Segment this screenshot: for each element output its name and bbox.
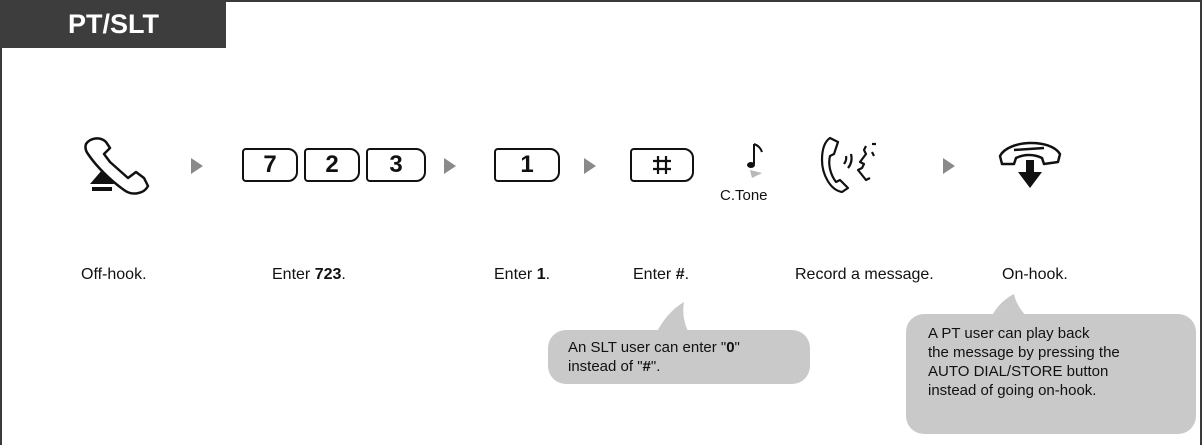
pt-note-line-4: instead of going on-hook. [928,382,1097,399]
key-1: 1 [494,148,560,182]
slt-note-line-1: An SLT user can enter "0" [568,339,740,356]
key-7-label: 7 [263,151,277,178]
step-label-enter-1: Enter 1. [494,266,551,283]
arrow-icon [191,158,203,174]
music-note-icon [747,143,763,178]
arrow-icon [943,158,955,174]
arrow-icon [444,158,456,174]
step-label-on-hook: On-hook. [1002,266,1068,283]
off-hook-handset-icon [84,137,150,195]
pt-note-callout: A PT user can play back the message by p… [906,314,1196,434]
key-1-label: 1 [520,151,534,178]
arrow-icon [584,158,596,174]
key-7: 7 [242,148,298,182]
slt-note-callout: An SLT user can enter "0" instead of "#"… [548,330,810,384]
pt-note-pointer [990,294,1030,320]
key-2-label: 2 [325,151,339,178]
slt-note-pointer [654,302,692,338]
step-label-off-hook: Off-hook. [81,266,147,283]
key-group-723: 7 2 3 [242,148,426,182]
hash-key-icon [653,156,671,174]
key-3-label: 3 [389,151,403,178]
page-title: PT/SLT [0,0,226,48]
key-3: 3 [366,148,426,182]
step-label-record: Record a message. [795,266,934,283]
pt-note-line-2: the message by pressing the [928,344,1120,361]
speaking-handset-icon [820,136,876,194]
slt-note-line-2: instead of "#". [568,358,661,375]
key-group-hash [630,148,694,182]
hash-key [630,148,694,182]
pt-note-line-3: AUTO DIAL/STORE button [928,363,1109,380]
pt-note-line-1: A PT user can play back [928,325,1090,342]
confirmation-tone-label: C.Tone [720,187,768,204]
key-group-1: 1 [494,148,560,182]
on-hook-handset-icon [998,141,1062,188]
key-2: 2 [304,148,360,182]
step-label-enter-723: Enter 723. [272,266,346,283]
step-label-enter-hash: Enter #. [633,266,690,283]
